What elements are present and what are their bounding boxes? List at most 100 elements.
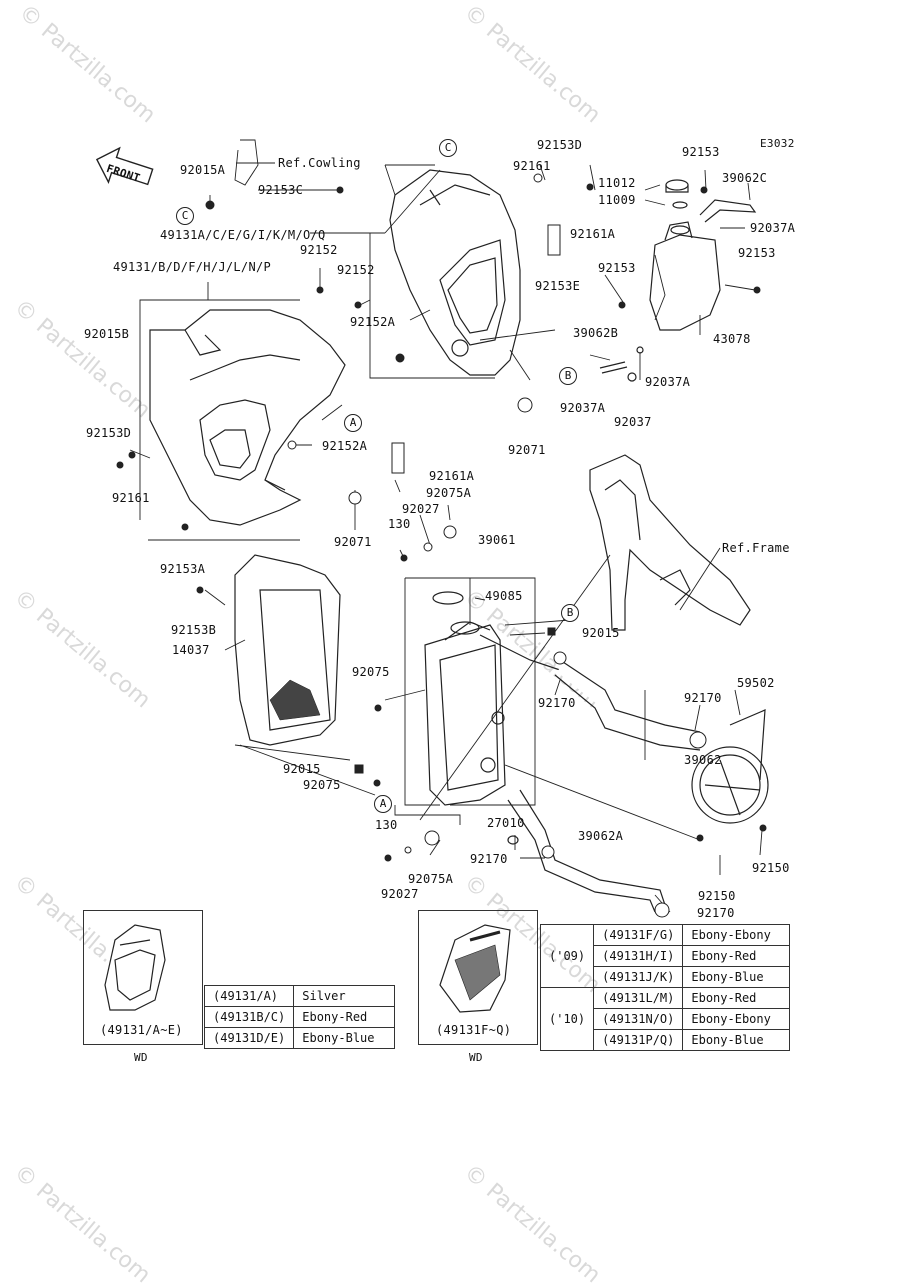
callout-c: C — [439, 139, 457, 157]
table-cell: Ebony-Red — [293, 1006, 396, 1028]
table-cell: (49131D/E) — [203, 1027, 295, 1049]
part-label: 92153C — [258, 183, 304, 197]
callout-b: B — [561, 604, 579, 622]
part-label: 92161 — [513, 159, 551, 173]
part-label: 92015B — [84, 327, 130, 341]
part-label: 92150 — [698, 889, 736, 903]
table-cell: (49131J/K) — [593, 966, 684, 988]
table-cell: (49131H/I) — [593, 945, 684, 967]
part-label: 92071 — [508, 443, 546, 457]
part-label: 39061 — [478, 533, 516, 547]
inset-right-caption: (49131F~Q) — [436, 1023, 512, 1037]
part-label: 92015A — [180, 163, 226, 177]
frame-drawing — [589, 454, 751, 631]
inset-left-box — [83, 910, 203, 1045]
part-label: 49131/B/D/F/H/J/L/N/P — [113, 260, 272, 274]
part-label: 92037A — [645, 375, 691, 389]
part-label: 43078 — [713, 332, 751, 346]
part-label: 92153A — [160, 562, 206, 576]
right-shroud-drawing — [389, 169, 521, 376]
table-cell: (49131F/G) — [593, 924, 684, 946]
part-label: 92075A — [408, 872, 454, 886]
part-label: 92153B — [171, 623, 217, 637]
table-cell: Ebony-Blue — [682, 1029, 791, 1051]
callout-b: B — [559, 367, 577, 385]
hose-drawing — [599, 361, 626, 369]
part-label: 92161 — [112, 491, 150, 505]
table-cell: Ebony-Blue — [293, 1027, 396, 1049]
part-label: 92152 — [300, 243, 338, 257]
parts-diagram — [95, 139, 769, 1013]
part-label: 39062 — [684, 753, 722, 767]
part-label: 39062C — [722, 171, 768, 185]
part-label: 92161A — [429, 469, 475, 483]
part-label: 92027 — [402, 502, 440, 516]
part-label: 11009 — [598, 193, 636, 207]
table-cell: Ebony-Red — [682, 945, 791, 967]
part-label: 92153E — [535, 279, 581, 293]
inset-left-region: WD — [134, 1051, 148, 1064]
part-label: 92170 — [538, 696, 576, 710]
part-label: 27010 — [487, 816, 525, 830]
part-label: 92170 — [697, 906, 735, 920]
front-arrow-icon — [95, 146, 154, 186]
year-cell: ('10) — [539, 987, 595, 1051]
radiator-drawing — [424, 591, 561, 845]
inset-right-region: WD — [469, 1051, 483, 1064]
part-label: 92153 — [682, 145, 720, 159]
part-label: 92015 — [283, 762, 321, 776]
part-label: 14037 — [172, 643, 210, 657]
diagram-code: E3032 — [760, 137, 795, 150]
part-label: 59502 — [737, 676, 775, 690]
part-label: 92037 — [614, 415, 652, 429]
table-cell: (49131/A) — [203, 985, 295, 1007]
part-label: 92152 — [337, 263, 375, 277]
radiator-guard-drawing — [234, 554, 341, 746]
part-label: 49085 — [485, 589, 523, 603]
part-label: 92071 — [334, 535, 372, 549]
part-label: 92075A — [426, 486, 472, 500]
reservoir-tank-drawing — [649, 179, 757, 331]
part-label: 92037A — [560, 401, 606, 415]
part-label: 92152A — [322, 439, 368, 453]
callout-a: A — [374, 795, 392, 813]
inset-right-fairing-drawing — [439, 924, 511, 1013]
table-cell: (49131N/O) — [593, 1008, 684, 1030]
table-row: (49131/A)Silver — [203, 985, 396, 1007]
part-label: 92153D — [86, 426, 132, 440]
table-cell: Ebony-Red — [682, 987, 791, 1009]
table-row: (49131N/O)Ebony-Ebony — [541, 1008, 791, 1030]
callout-a: A — [344, 414, 362, 432]
part-label: 92170 — [470, 852, 508, 866]
part-label: 130 — [375, 818, 398, 832]
part-label: 92161A — [570, 227, 616, 241]
part-label: 39062B — [573, 326, 619, 340]
table-cell: (49131B/C) — [203, 1006, 295, 1028]
table-cell: Silver — [293, 985, 396, 1007]
part-label: 92015 — [582, 626, 620, 640]
color-table-right: ('09)(49131F/G)Ebony-Ebony (49131H/I)Ebo… — [539, 924, 791, 1051]
part-label: 39062A — [578, 829, 624, 843]
part-label: 92153D — [537, 138, 583, 152]
part-label: 92170 — [684, 691, 722, 705]
part-label: 11012 — [598, 176, 636, 190]
part-label: 92075 — [303, 778, 341, 792]
fan-drawing — [691, 709, 769, 824]
callout-c: C — [176, 207, 194, 225]
ref-frame-label: Ref.Frame — [722, 541, 790, 555]
ref-cowling-label: Ref.Cowling — [278, 156, 361, 170]
table-row: ('09)(49131F/G)Ebony-Ebony — [539, 924, 791, 988]
inset-left-fairing-drawing — [104, 924, 166, 1011]
part-label: 92037A — [750, 221, 796, 235]
color-table-left: (49131/A)Silver (49131B/C)Ebony-Red (491… — [203, 985, 396, 1049]
part-label: 130 — [388, 517, 411, 531]
part-label: 49131A/C/E/G/I/K/M/O/Q — [160, 228, 326, 242]
table-row: ('10)(49131L/M)Ebony-Red — [539, 987, 791, 1051]
year-cell: ('09) — [539, 924, 595, 988]
table-row: (49131B/C)Ebony-Red — [203, 1006, 396, 1028]
part-label: 92153 — [598, 261, 636, 275]
inset-right-box — [418, 910, 538, 1045]
table-cell: (49131P/Q) — [593, 1029, 684, 1051]
table-cell: Ebony-Blue — [682, 966, 791, 988]
part-label: 92075 — [352, 665, 390, 679]
